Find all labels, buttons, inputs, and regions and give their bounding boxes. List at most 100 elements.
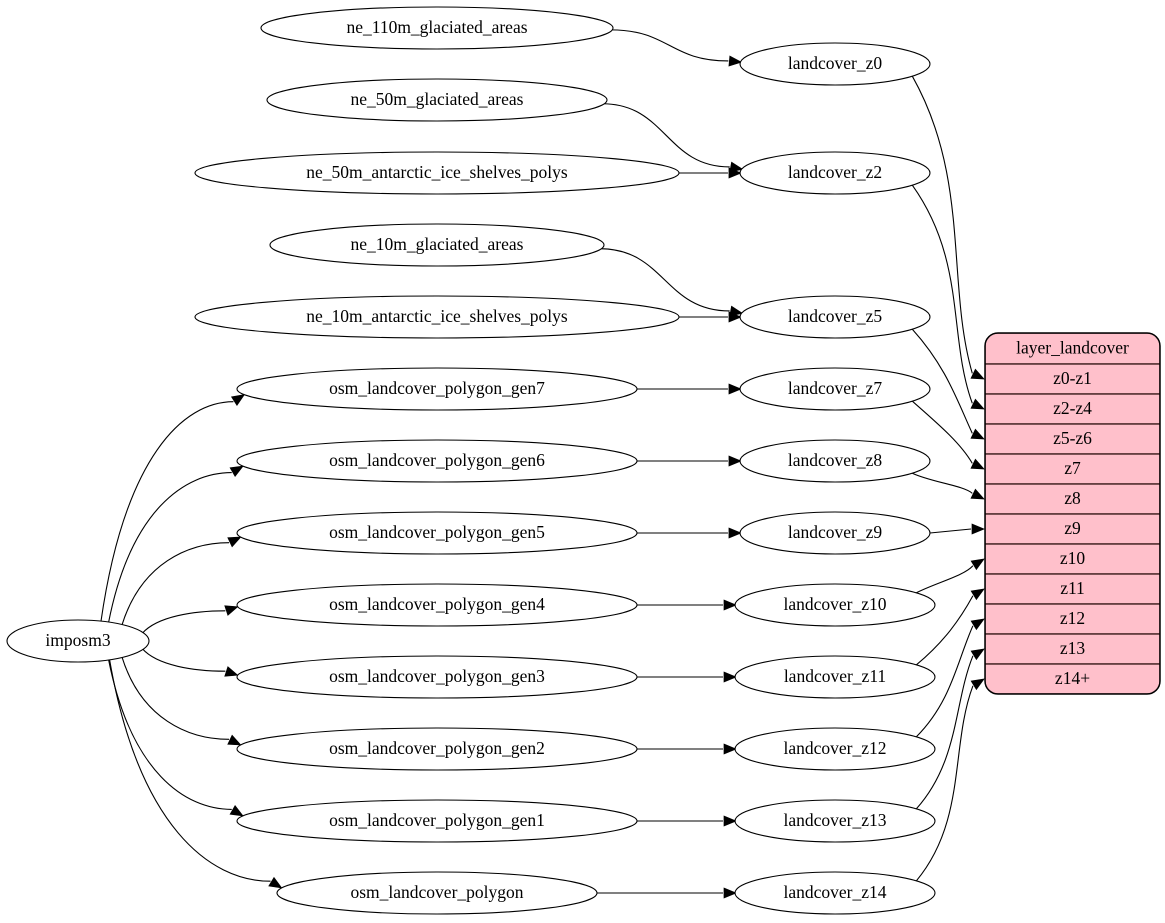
edge-ne_110m_glaciated_areas-to-landcover_z0 (610, 29, 729, 62)
edge-landcover_z8-to-row-z8-arrowhead (970, 488, 985, 500)
edge-landcover_z5-to-row-z5-z6 (911, 328, 973, 434)
edge-landcover_z11-to-row-z11 (916, 595, 974, 666)
node-landcover_z11[interactable]: landcover_z11 (734, 655, 936, 699)
node-shape-osm-source (236, 799, 638, 843)
table-row-z0-z1[interactable]: z0-z1 (985, 363, 1160, 395)
table-row-cell (985, 633, 1160, 665)
table-header-cell (985, 333, 1160, 365)
table-row-z14plus[interactable]: z14+ (985, 663, 1160, 694)
edge-imposm3-to-osm_landcover_polygon (108, 659, 271, 882)
table-row-cell (985, 513, 1160, 545)
edge-imposm3-to-osm_landcover_polygon_gen7-arrowhead (230, 394, 246, 406)
table-row-z5-z6[interactable]: z5-z6 (985, 423, 1160, 455)
edge-imposm3-to-osm_landcover_polygon_gen4-arrowhead (224, 605, 239, 616)
edge-landcover_z14-to-row-z14plus (915, 685, 974, 882)
node-landcover_z8[interactable]: landcover_z8 (739, 439, 931, 483)
edge-imposm3-to-osm_landcover_polygon_gen6 (108, 472, 232, 623)
edge-landcover_z13-to-row-z13 (915, 655, 974, 810)
node-shape-natural-earth-source (266, 78, 608, 122)
table-row-cell (985, 543, 1160, 575)
node-shape-landcover-layer (739, 151, 931, 195)
edge-ne_50m_antarctic_ice_shelves_polys-to-landcover_z2-arrowhead (728, 167, 742, 179)
node-ne_10m_antarctic_ice_shelves_polys[interactable]: ne_10m_antarctic_ice_shelves_polys (194, 295, 680, 339)
node-ne_50m_antarctic_ice_shelves_polys[interactable]: ne_50m_antarctic_ice_shelves_polys (194, 151, 680, 195)
edge-osm_landcover_polygon_gen1-to-landcover_z13-arrowhead (723, 815, 737, 827)
node-landcover_z12[interactable]: landcover_z12 (734, 727, 936, 771)
edge-landcover_z10-to-row-z10-arrowhead (970, 558, 985, 571)
node-shape-landcover-layer (734, 727, 936, 771)
node-shape-osm-source (236, 655, 638, 699)
table-row-z11[interactable]: z11 (985, 573, 1160, 605)
node-landcover_z10[interactable]: landcover_z10 (734, 583, 936, 627)
node-shape-landcover-layer (734, 583, 936, 627)
node-shape-osm-source (276, 871, 598, 915)
edge-landcover_z7-to-row-z7-arrowhead (970, 458, 985, 470)
node-osm_landcover_polygon_gen7[interactable]: osm_landcover_polygon_gen7 (236, 367, 638, 411)
table-row-cell (985, 363, 1160, 395)
edge-imposm3-to-osm_landcover_polygon_gen7 (100, 401, 234, 622)
edge-landcover_z12-to-row-z12 (915, 625, 974, 738)
node-shape-osm-source (236, 511, 638, 555)
node-osm_landcover_polygon_gen2[interactable]: osm_landcover_polygon_gen2 (236, 727, 638, 771)
node-ne_110m_glaciated_areas[interactable]: ne_110m_glaciated_areas (260, 6, 614, 50)
node-shape-osm-source (236, 583, 638, 627)
table-row-z2-z4[interactable]: z2-z4 (985, 393, 1160, 425)
table-body: layer_landcoverz0-z1z2-z4z5-z6z7z8z9z10z… (985, 333, 1160, 694)
node-imposm3[interactable]: imposm3 (6, 619, 150, 663)
node-osm_landcover_polygon[interactable]: osm_landcover_polygon (276, 871, 598, 915)
node-landcover_z5[interactable]: landcover_z5 (739, 295, 931, 339)
node-shape-landcover-layer (739, 439, 931, 483)
node-shape-natural-earth-source (194, 295, 680, 339)
table-row-z12[interactable]: z12 (985, 603, 1160, 635)
table-header-row: layer_landcover (985, 333, 1160, 365)
edge-osm_landcover_polygon_gen6-to-landcover_z8-arrowhead (728, 455, 742, 467)
edge-landcover_z2-to-row-z2-z4-arrowhead (970, 398, 985, 410)
node-osm_landcover_polygon_gen6[interactable]: osm_landcover_polygon_gen6 (236, 439, 638, 483)
node-shape-osm-source (236, 367, 638, 411)
layer-landcover-table: layer_landcoverz0-z1z2-z4z5-z6z7z8z9z10z… (984, 332, 1161, 695)
edge-imposm3-to-osm_landcover_polygon_gen5 (121, 542, 230, 626)
node-shape-osm-source (236, 439, 638, 483)
table-row-z8[interactable]: z8 (985, 483, 1160, 515)
node-landcover_z0[interactable]: landcover_z0 (739, 42, 931, 86)
table-row-cell (985, 663, 1160, 694)
node-shape-osm-source (236, 727, 638, 771)
node-shape-landcover-layer (734, 799, 936, 843)
edge-landcover_z7-to-row-z7 (911, 400, 973, 464)
edge-landcover_z12-to-row-z12-arrowhead (970, 618, 985, 631)
edge-landcover_z2-to-row-z2-z4 (911, 184, 973, 404)
edge-imposm3-to-osm_landcover_polygon-arrowhead (268, 876, 283, 889)
edge-landcover_z9-to-row-z9-arrowhead (971, 523, 985, 535)
node-ne_10m_glaciated_areas[interactable]: ne_10m_glaciated_areas (269, 223, 605, 267)
node-shape-landcover-layer (739, 367, 931, 411)
node-landcover_z2[interactable]: landcover_z2 (739, 151, 931, 195)
node-landcover_z14[interactable]: landcover_z14 (734, 871, 936, 915)
node-osm_landcover_polygon_gen5[interactable]: osm_landcover_polygon_gen5 (236, 511, 638, 555)
table-row-z13[interactable]: z13 (985, 633, 1160, 665)
edge-landcover_z0-to-row-z0-z1-arrowhead (970, 368, 985, 380)
edge-osm_landcover_polygon-to-landcover_z14-arrowhead (723, 887, 737, 899)
table-row-z10[interactable]: z10 (985, 543, 1160, 575)
nodes-layer: imposm3 ne_110m_glaciated_areas ne_50m_gla… (6, 6, 936, 915)
node-ne_50m_glaciated_areas[interactable]: ne_50m_glaciated_areas (266, 78, 608, 122)
node-landcover_z7[interactable]: landcover_z7 (739, 367, 931, 411)
node-landcover_z13[interactable]: landcover_z13 (734, 799, 936, 843)
node-shape-landcover-layer (739, 511, 931, 555)
edge-landcover_z5-to-row-z5-z6-arrowhead (970, 428, 985, 440)
table-row-z7[interactable]: z7 (985, 453, 1160, 485)
node-landcover_z9[interactable]: landcover_z9 (739, 511, 931, 555)
node-shape-landcover-layer (739, 42, 931, 86)
edge-imposm3-to-osm_landcover_polygon_gen5-arrowhead (227, 536, 242, 548)
node-shape-natural-earth-source (194, 151, 680, 195)
table-row-cell (985, 603, 1160, 635)
node-osm_landcover_polygon_gen4[interactable]: osm_landcover_polygon_gen4 (236, 583, 638, 627)
table-row-cell (985, 573, 1160, 605)
node-shape-source (6, 619, 150, 663)
edge-ne_10m_antarctic_ice_shelves_polys-to-landcover_z5-arrowhead (728, 311, 742, 323)
edge-landcover_z11-to-row-z11-arrowhead (970, 588, 985, 601)
node-osm_landcover_polygon_gen3[interactable]: osm_landcover_polygon_gen3 (236, 655, 638, 699)
edge-imposm3-to-osm_landcover_polygon_gen4 (141, 610, 226, 634)
table-row-z9[interactable]: z9 (985, 513, 1160, 545)
node-osm_landcover_polygon_gen1[interactable]: osm_landcover_polygon_gen1 (236, 799, 638, 843)
